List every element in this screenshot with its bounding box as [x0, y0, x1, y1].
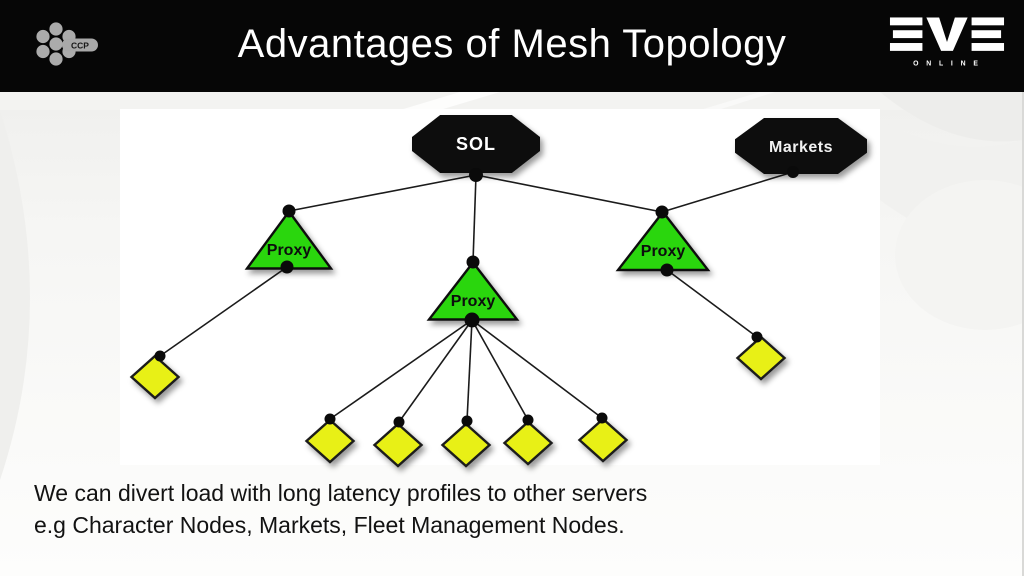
diamond-shape — [372, 422, 424, 468]
connector-dot — [461, 415, 473, 427]
node-label: Proxy — [641, 243, 686, 260]
edge-line — [661, 171, 794, 213]
edge-line — [329, 319, 473, 420]
node-leaf-7 — [735, 335, 787, 381]
connector-dot — [751, 331, 763, 343]
connector-dot — [660, 263, 674, 277]
ccp-logo-icon: CCP — [36, 22, 98, 66]
connector-dot — [522, 414, 534, 426]
connector-dot — [787, 166, 799, 178]
eve-online-subtitle: O N L I N E — [913, 61, 981, 68]
edge-line — [288, 174, 477, 212]
diamond-shape — [304, 418, 356, 464]
triangle-shape — [426, 260, 520, 321]
connector-dot — [596, 412, 608, 424]
connector-dot — [154, 350, 166, 362]
slide-right-edge — [1022, 92, 1024, 576]
connector-dot — [280, 260, 294, 274]
octagon-shape — [735, 118, 867, 174]
node-label: Proxy — [451, 293, 496, 310]
node-label: Markets — [769, 139, 833, 156]
connector-dot — [466, 255, 480, 269]
page-title: Advantages of Mesh Topology — [237, 22, 787, 66]
ccp-logo-text: CCP — [71, 41, 89, 51]
node-leaf-4 — [440, 422, 492, 468]
connector-dot — [282, 204, 296, 218]
edge-line — [472, 174, 477, 263]
node-sol: SOL — [412, 115, 540, 173]
triangle-shape — [615, 210, 711, 272]
background-swirl-decoration — [0, 92, 1024, 480]
node-proxy-left: Proxy — [244, 209, 334, 270]
connector-dot — [464, 312, 480, 328]
node-label: Proxy — [267, 242, 312, 259]
node-leaf-2 — [304, 418, 356, 464]
triangle-shape — [244, 209, 334, 270]
node-label: SOL — [456, 134, 496, 154]
node-proxy-right: Proxy — [615, 210, 711, 272]
connector-dot — [393, 416, 405, 428]
edge-line — [471, 319, 603, 419]
edge-line — [666, 269, 758, 338]
diamond-shape — [502, 420, 554, 466]
diamond-shape — [129, 354, 181, 400]
edge-line — [466, 319, 473, 422]
eve-online-logo-icon: O N L I N E — [889, 17, 1005, 68]
diamond-shape — [440, 422, 492, 468]
connector-dot — [469, 168, 483, 182]
title-bar: CCP Advantages of Mesh Topology O N L I … — [0, 0, 1024, 92]
edge-line — [159, 266, 288, 357]
connector-dot — [324, 413, 336, 425]
edge-line — [398, 319, 473, 423]
node-leaf-5 — [502, 420, 554, 466]
edge-line — [471, 319, 529, 421]
node-leaf-3 — [372, 422, 424, 468]
node-leaf-6 — [577, 417, 629, 463]
slide-caption: We can divert load with long latency pro… — [34, 477, 647, 541]
octagon-shape — [412, 115, 540, 173]
node-markets: Markets — [735, 118, 867, 174]
diamond-shape — [577, 417, 629, 463]
node-proxy-center: Proxy — [426, 260, 520, 321]
caption-line-1: We can divert load with long latency pro… — [34, 480, 648, 506]
node-leaf-1 — [129, 354, 181, 400]
diamond-shape — [735, 335, 787, 381]
caption-line-2: e.g Character Nodes, Markets, Fleet Mana… — [34, 512, 625, 538]
connector-dot — [655, 205, 669, 219]
edge-line — [475, 174, 663, 213]
